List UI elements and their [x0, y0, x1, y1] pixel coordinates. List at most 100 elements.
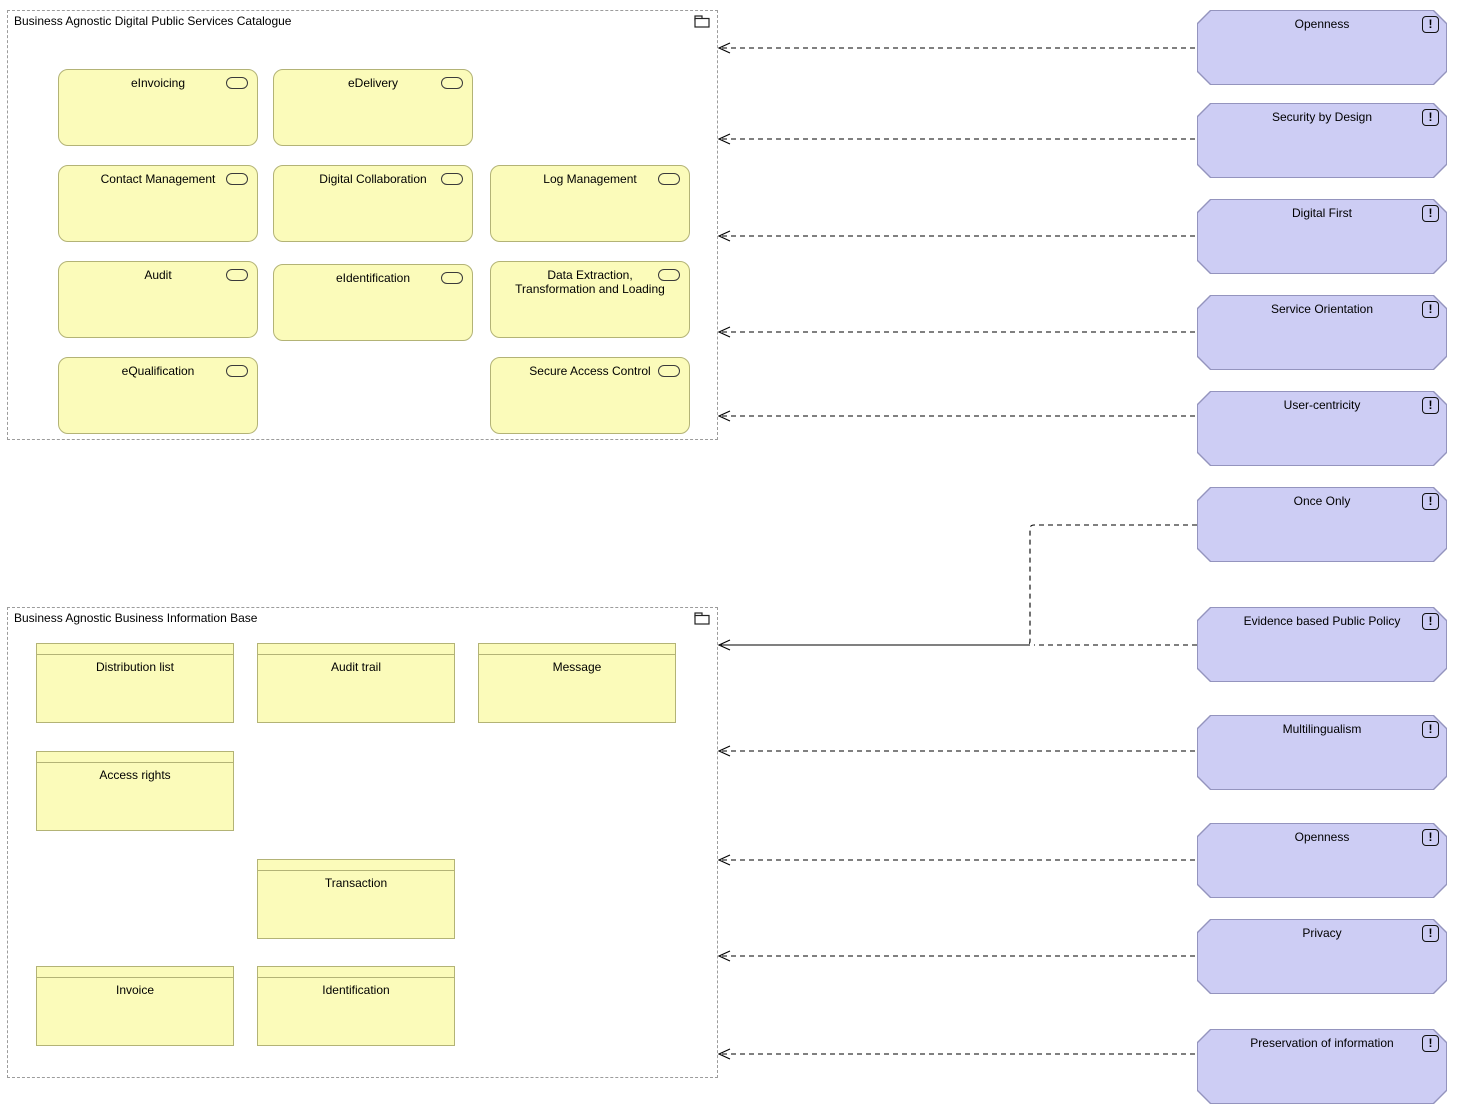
business-object-band: [37, 644, 233, 655]
principle-exclamation-icon: !: [1422, 1035, 1439, 1052]
service-label: Secure Access Control: [529, 364, 651, 378]
service-label: eIdentification: [335, 271, 411, 285]
principle-exclamation-icon: !: [1422, 205, 1439, 222]
application-service-icon: [226, 77, 248, 89]
business-object-band: [258, 860, 454, 871]
arrow-service-orientation-to-catalogue[interactable]: [717, 326, 1197, 338]
principle-evidence-based-public-policy[interactable]: Evidence based Public Policy !: [1197, 607, 1447, 682]
object-audit-trail[interactable]: Audit trail: [257, 643, 455, 723]
service-edelivery[interactable]: eDelivery: [273, 69, 473, 146]
arrow-evidence-based-public-policy-to-info-base[interactable]: [717, 639, 1197, 651]
principle-label: Openness: [1294, 17, 1350, 31]
arrow-security-by-design-to-catalogue[interactable]: [717, 133, 1197, 145]
object-distribution-list[interactable]: Distribution list: [36, 643, 234, 723]
application-service-icon: [226, 269, 248, 281]
object-identification[interactable]: Identification: [257, 966, 455, 1046]
principle-label: Preservation of information: [1250, 1036, 1394, 1050]
object-message[interactable]: Message: [478, 643, 676, 723]
folder-icon: [694, 15, 710, 28]
service-digital-collaboration[interactable]: Digital Collaboration: [273, 165, 473, 242]
service-label: Contact Management: [100, 172, 216, 186]
principle-label: Privacy: [1302, 926, 1342, 940]
group-title: Business Agnostic Digital Public Service…: [14, 14, 292, 28]
principle-exclamation-icon: !: [1422, 16, 1439, 33]
service-label: eQualification: [121, 364, 195, 378]
principle-openness[interactable]: Openness !: [1197, 10, 1447, 85]
service-data-extraction-transformation-loading[interactable]: Data Extraction, Transformation and Load…: [490, 261, 690, 338]
principle-label: User-centricity: [1283, 398, 1361, 412]
principle-exclamation-icon: !: [1422, 721, 1439, 738]
principle-exclamation-icon: !: [1422, 493, 1439, 510]
object-label: Audit trail: [330, 660, 382, 674]
arrow-multilingualism-to-info-base[interactable]: [717, 745, 1197, 757]
application-service-icon: [441, 77, 463, 89]
object-access-rights[interactable]: Access rights: [36, 751, 234, 831]
application-service-icon: [441, 272, 463, 284]
arrow-openness-to-catalogue[interactable]: [717, 42, 1197, 54]
object-transaction[interactable]: Transaction: [257, 859, 455, 939]
principle-openness-2[interactable]: Openness !: [1197, 823, 1447, 898]
principle-security-by-design[interactable]: Security by Design !: [1197, 103, 1447, 178]
service-log-management[interactable]: Log Management: [490, 165, 690, 242]
object-label: Identification: [322, 983, 390, 997]
business-object-band: [479, 644, 675, 655]
principle-multilingualism[interactable]: Multilingualism !: [1197, 715, 1447, 790]
application-service-icon: [658, 365, 680, 377]
principle-exclamation-icon: !: [1422, 925, 1439, 942]
arrow-openness-2-to-info-base[interactable]: [717, 854, 1197, 866]
object-label: Distribution list: [95, 660, 175, 674]
principle-service-orientation[interactable]: Service Orientation !: [1197, 295, 1447, 370]
business-object-band: [258, 967, 454, 978]
business-object-band: [37, 967, 233, 978]
service-label: Digital Collaboration: [319, 172, 427, 186]
business-object-band: [258, 644, 454, 655]
principle-label: Security by Design: [1271, 110, 1373, 124]
service-label: eDelivery: [347, 76, 398, 90]
principle-exclamation-icon: !: [1422, 397, 1439, 414]
principle-exclamation-icon: !: [1422, 109, 1439, 126]
object-label: Transaction: [324, 876, 388, 890]
principle-user-centricity[interactable]: User-centricity !: [1197, 391, 1447, 466]
object-label: Message: [552, 660, 602, 674]
arrow-once-only-to-info-base[interactable]: [1025, 524, 1197, 646]
group-business-information-base[interactable]: Business Agnostic Business Information B…: [7, 607, 718, 1078]
group-title: Business Agnostic Business Information B…: [14, 611, 258, 625]
service-label: Data Extraction, Transformation and Load…: [515, 268, 665, 296]
object-label: Invoice: [115, 983, 155, 997]
service-contact-management[interactable]: Contact Management: [58, 165, 258, 242]
service-audit[interactable]: Audit: [58, 261, 258, 338]
application-service-icon: [441, 173, 463, 185]
service-secure-access-control[interactable]: Secure Access Control: [490, 357, 690, 434]
service-label: Audit: [144, 268, 172, 282]
arrow-privacy-to-info-base[interactable]: [717, 950, 1197, 962]
object-invoice[interactable]: Invoice: [36, 966, 234, 1046]
business-object-band: [37, 752, 233, 763]
service-einvoicing[interactable]: eInvoicing: [58, 69, 258, 146]
service-eidentification[interactable]: eIdentification: [273, 264, 473, 341]
application-service-icon: [658, 173, 680, 185]
principle-label: Once Only: [1293, 494, 1351, 508]
principle-label: Multilingualism: [1282, 722, 1362, 736]
arrow-user-centricity-to-catalogue[interactable]: [717, 410, 1197, 422]
application-service-icon: [226, 173, 248, 185]
application-service-icon: [658, 269, 680, 281]
object-label: Access rights: [99, 768, 171, 782]
service-equalification[interactable]: eQualification: [58, 357, 258, 434]
group-digital-public-services-catalogue[interactable]: Business Agnostic Digital Public Service…: [7, 10, 718, 440]
principle-label: Digital First: [1291, 206, 1352, 220]
principle-exclamation-icon: !: [1422, 829, 1439, 846]
principle-preservation-of-information[interactable]: Preservation of information !: [1197, 1029, 1447, 1104]
principle-label: Evidence based Public Policy: [1243, 614, 1401, 628]
principle-label: Openness: [1294, 830, 1350, 844]
principle-once-only[interactable]: Once Only !: [1197, 487, 1447, 562]
folder-icon: [694, 612, 710, 625]
principle-privacy[interactable]: Privacy !: [1197, 919, 1447, 994]
principle-label: Service Orientation: [1270, 302, 1374, 316]
application-service-icon: [226, 365, 248, 377]
arrow-digital-first-to-catalogue[interactable]: [717, 230, 1197, 242]
service-label: Log Management: [543, 172, 637, 186]
principle-digital-first[interactable]: Digital First !: [1197, 199, 1447, 274]
arrow-preservation-of-information-to-info-base[interactable]: [717, 1048, 1197, 1060]
service-label: eInvoicing: [130, 76, 186, 90]
